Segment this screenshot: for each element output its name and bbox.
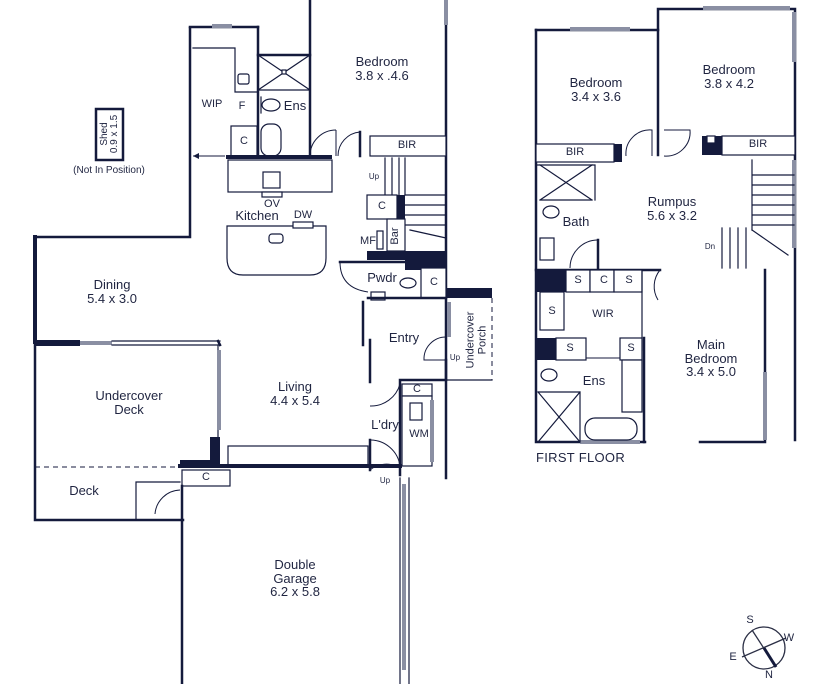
room-ensuite-label: Ens (283, 98, 307, 113)
room-bath-label: Bath (562, 214, 590, 229)
room-bedroom-dims: 3.8 x .4.6 (355, 68, 409, 83)
compass-north-label: N (765, 669, 773, 681)
oven-label: OV (264, 198, 280, 210)
room-deck-label: Deck (69, 483, 99, 498)
room-wip-label: WIP (201, 98, 223, 110)
bar-label: Bar (389, 227, 402, 245)
compass-south-label: S (746, 614, 754, 626)
room-double-garage-dims: 6.2 x 5.8 (270, 584, 320, 599)
room-powder-label: Pwdr (367, 270, 397, 285)
microwave-fridge-label: MF (360, 235, 376, 247)
room-kitchen-label: Kitchen (235, 208, 279, 223)
room-undercover-deck-label: Undercover Deck (95, 388, 163, 417)
dishwasher-label: DW (293, 209, 313, 221)
room-laundry-label: L'dry (371, 417, 399, 432)
cupboard-stair-label: C (378, 200, 386, 212)
room-main-bedroom-dims: 3.4 x 5.0 (686, 364, 736, 379)
room-bedroom-3-dims: 3.8 x 4.2 (704, 76, 754, 91)
shelf-5-label: S (627, 342, 635, 354)
shelf-4-label: S (566, 342, 574, 354)
shelf-1-label: S (574, 274, 582, 286)
stair-down-label: Dn (704, 242, 716, 251)
room-dining-dims: 5.4 x 3.0 (87, 291, 137, 306)
cupboard-laundry-label: C (413, 383, 421, 395)
room-ensuite-2-label: Ens (582, 373, 606, 388)
porch-up-label: Up (449, 353, 461, 362)
room-entry-label: Entry (388, 330, 420, 345)
room-rumpus-dims: 5.6 x 3.2 (647, 208, 697, 223)
shed-dims: 0.9 x 1.5 (108, 114, 120, 154)
room-bedroom-2-name: Bedroom (569, 75, 623, 90)
room-wir-label: WIR (592, 308, 614, 320)
stair-up-label: Up (368, 172, 380, 181)
shelf-3-label: S (548, 305, 556, 317)
room-rumpus-name: Rumpus (647, 194, 697, 209)
cupboard-pwdr-label: C (430, 276, 438, 288)
bir-3-label: BIR (748, 138, 768, 150)
bir-label: BIR (397, 139, 417, 151)
room-bedroom-3-name: Bedroom (702, 62, 756, 77)
shelf-2-label: S (625, 274, 633, 286)
cupboard-deck-label: C (202, 471, 210, 483)
room-main-bedroom-name: Main Bedroom (684, 337, 738, 366)
compass-west-label: W (783, 632, 795, 644)
bir-2-label: BIR (565, 146, 585, 158)
fridge-label: F (238, 100, 246, 112)
compass-east-label: E (729, 651, 737, 663)
garage-up-label: Up (379, 476, 391, 485)
room-double-garage-label: Double Garage (273, 557, 317, 586)
room-bedroom-2-dims: 3.4 x 3.6 (571, 89, 621, 104)
first-floor-title: FIRST FLOOR (536, 450, 626, 465)
room-bedroom-name: Bedroom (355, 54, 409, 69)
room-living-name: Living (278, 379, 312, 394)
cupboard-wip-label: C (240, 135, 248, 147)
room-undercover-porch-label: Undercover Porch (464, 311, 488, 369)
washing-machine-label: WM (409, 428, 429, 440)
room-living-dims: 4.4 x 5.4 (270, 393, 320, 408)
cupboard-wir-label: C (600, 274, 608, 286)
room-dining-name: Dining (93, 277, 131, 292)
shed-note: (Not In Position) (73, 165, 145, 176)
